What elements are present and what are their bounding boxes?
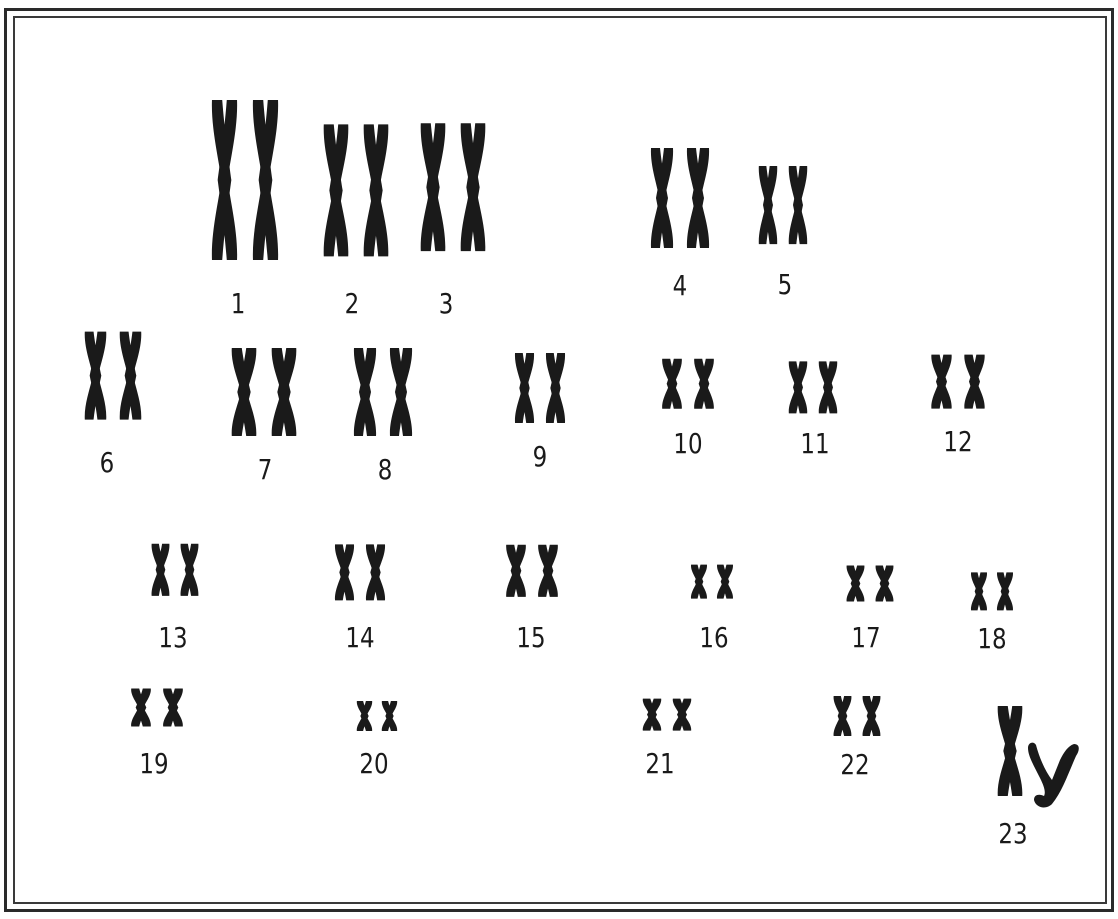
chromosome-16-b [717,565,733,599]
chromosome-pair-11 [789,361,837,413]
pair-label-9: 9 [533,441,548,474]
chromosome-21-a [643,699,661,731]
chromosome-pair-17 [847,566,894,602]
chromosome-pair-14 [335,544,385,600]
chromosome-19-a [131,689,151,727]
chromosome-15-b [538,545,558,597]
chromosome-5-b [789,166,807,244]
chromosome-8-a [354,348,376,436]
chromosome-pair-18 [971,572,1013,610]
chromosome-10-a [662,359,682,409]
chromosome-pair-5 [759,166,807,244]
pair-label-16: 16 [699,622,728,655]
chromosome-9-b [546,353,565,423]
chromosome-3-b [461,123,486,251]
chromosome-pair-10 [662,359,714,409]
chromosome-17-a [847,566,865,602]
chromosome-18-a [971,572,987,610]
chromosome-pair-16 [691,565,733,599]
chromosome-2-a [324,124,349,256]
pair-label-13: 13 [158,622,187,655]
chromosome-12-a [931,355,951,409]
pair-label-18: 18 [977,623,1006,656]
pair-label-6: 6 [100,447,115,480]
chromosome-13-b [181,544,199,596]
pair-label-10: 10 [673,428,702,461]
chromosome-3-a [421,123,446,251]
chromosome-1-b [253,100,278,260]
chromosome-pair-13 [152,544,199,596]
pair-label-5: 5 [778,269,793,302]
chromosome-pair-23: Xy [998,706,1079,808]
chromosome-2-b [364,124,389,256]
chromosome-pair-2 [324,124,389,256]
y-chromosome [1028,743,1079,808]
chromosome-pair-20 [357,701,397,731]
chromosome-1-a [212,100,237,260]
chromosome-8-b [390,348,412,436]
chromosome-20-a [357,701,372,731]
chromosome-22-a [834,696,852,736]
chromosome-5-a [759,166,777,244]
pair-label-3: 3 [439,288,454,321]
pair-label-22: 22 [840,749,869,782]
pair-label-21: 21 [645,748,674,781]
x-chromosome [998,706,1023,796]
chromosome-9-a [515,353,534,423]
pair-label-11: 11 [800,428,829,461]
chromosome-6-b [120,332,142,420]
chromosome-pair-3 [421,123,486,251]
chromosome-4-b [687,148,709,248]
chromosome-22-b [863,696,881,736]
chromosome-pair-1 [212,100,278,260]
chromosome-15-a [506,545,526,597]
pair-label-15: 15 [516,622,545,655]
pair-label-14: 14 [345,622,374,655]
chromosome-17-b [876,566,894,602]
pair-label-1: 1 [231,288,246,321]
chromosome-14-b [366,544,385,600]
chromosome-pair-4 [651,148,709,248]
pair-label-12: 12 [943,426,972,459]
chromosome-pair-7 [232,348,297,436]
chromosome-21-b [673,699,691,731]
pair-label-19: 19 [139,748,168,781]
chromosome-pair-22 [834,696,881,736]
chromosome-pair-15 [506,545,558,597]
chromosome-6-a [85,332,107,420]
chromosome-pair-19 [131,689,183,727]
chromosome-pair-12 [931,355,984,409]
chromosome-11-a [789,361,807,413]
chromosome-7-b [272,348,297,436]
chromosome-10-b [694,359,714,409]
pair-label-7: 7 [258,454,273,487]
chromosome-20-b [382,701,397,731]
chromosome-14-a [335,544,354,600]
chromosome-13-a [152,544,170,596]
pair-label-23: 23 [998,818,1027,851]
chromosome-pair-21 [643,699,691,731]
chromosome-11-b [819,361,837,413]
chromosome-pair-9 [515,353,565,423]
pair-label-2: 2 [345,288,360,321]
chromosome-18-b [997,572,1013,610]
chromosome-16-a [691,565,707,599]
chromosome-pair-8 [354,348,412,436]
pair-label-8: 8 [378,454,393,487]
chromosome-pair-6 [85,332,142,420]
chromosome-7-a [232,348,257,436]
chromosome-12-b [964,355,984,409]
pair-label-4: 4 [673,270,688,303]
pair-label-17: 17 [851,622,880,655]
chromosome-4-a [651,148,673,248]
chromosome-19-b [163,689,183,727]
pair-label-20: 20 [359,748,388,781]
